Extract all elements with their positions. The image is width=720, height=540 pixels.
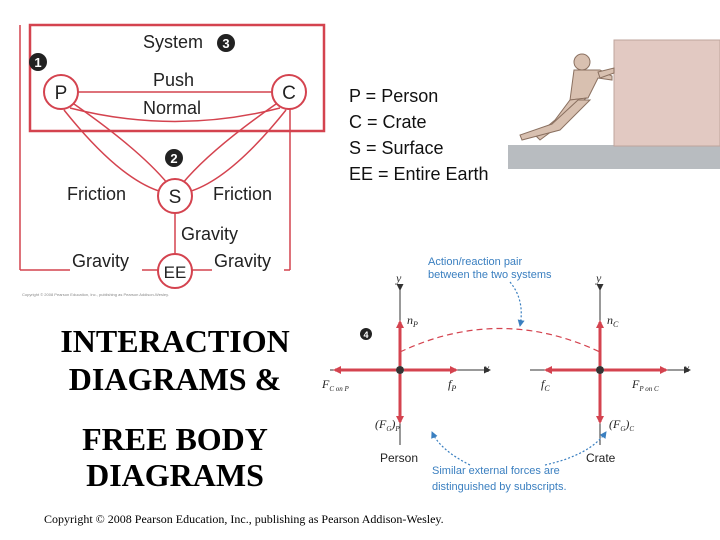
- fg-p-label: (FG)P: [375, 417, 400, 433]
- person-figure: [519, 53, 615, 141]
- legend: P = Person C = Crate S = Surface EE = En…: [349, 86, 489, 184]
- f-p-label: fP: [448, 377, 456, 393]
- node-ee: [157, 253, 193, 289]
- step-4-badge: [360, 328, 372, 340]
- similar-note-line2: distinguished by subscripts.: [432, 481, 567, 493]
- step-1-number: 1: [34, 55, 41, 70]
- pair-note-line2: between the two systems: [428, 269, 552, 281]
- n-c-label: nC: [607, 313, 619, 329]
- node-p-label: P: [55, 83, 68, 104]
- person-x-label: x: [483, 361, 490, 375]
- ground-surface: [508, 145, 720, 169]
- crate: [613, 39, 720, 147]
- title-line-2: DIAGRAMS &: [68, 361, 282, 397]
- legend-item: S = Surface: [349, 138, 444, 158]
- node-s: [157, 178, 193, 214]
- crate-x-label: x: [683, 361, 690, 375]
- node-c: [271, 74, 307, 110]
- f-c-label: fC: [541, 377, 550, 393]
- title-line-3: FREE BODY: [82, 421, 268, 457]
- node-p: [43, 74, 79, 110]
- person-y-label: y: [395, 271, 402, 285]
- free-body-diagrams: Action/reaction pair between the two sys…: [321, 256, 691, 493]
- f-p-on-c-label: FP on C: [631, 377, 659, 393]
- pair-note-line1: Action/reaction pair: [428, 256, 522, 268]
- similar-note-line1: Similar external forces are: [432, 465, 560, 477]
- step-2-number: 2: [170, 151, 177, 166]
- step-3-badge: [217, 34, 235, 52]
- copyright-footer: Copyright © 2008 Pearson Education, Inc.…: [44, 512, 444, 526]
- crate-y-label: y: [595, 271, 602, 285]
- gravity-left-label: Gravity: [72, 251, 129, 271]
- crate-label: Crate: [586, 451, 616, 465]
- small-copyright: Copyright © 2008 Pearson Education, Inc.…: [22, 292, 169, 297]
- fg-c-label: (FG)C: [609, 417, 634, 433]
- node-ee-label: EE: [164, 263, 187, 282]
- person-pushing-crate-illustration: [508, 39, 720, 169]
- person-label: Person: [380, 451, 418, 465]
- title-line-1: INTERACTION: [60, 323, 290, 359]
- n-p-label: nP: [407, 313, 418, 329]
- gravity-right-label: Gravity: [214, 251, 271, 271]
- legend-item: EE = Entire Earth: [349, 164, 489, 184]
- system-box: [28, 23, 326, 133]
- normal-label: Normal: [143, 98, 201, 118]
- interaction-diagram: System 3 1 Push Normal P C 2 Friction Fr…: [19, 23, 326, 297]
- step-2-badge: [165, 149, 183, 167]
- node-c-label: C: [282, 83, 296, 104]
- legend-item: C = Crate: [349, 112, 427, 132]
- step-4-number: 4: [363, 330, 368, 340]
- gravity-center-label: Gravity: [181, 224, 238, 244]
- step-1-badge: [29, 53, 47, 71]
- friction-right-label: Friction: [213, 184, 272, 204]
- friction-left-label: Friction: [67, 184, 126, 204]
- legend-item: P = Person: [349, 86, 438, 106]
- push-label: Push: [153, 70, 194, 90]
- node-s-label: S: [169, 187, 182, 208]
- title-line-4: DIAGRAMS: [86, 457, 264, 493]
- f-c-on-p-label: FC on P: [321, 377, 350, 393]
- system-label: System: [143, 32, 203, 52]
- step-3-number: 3: [222, 36, 229, 51]
- action-reaction-arc: [399, 328, 601, 353]
